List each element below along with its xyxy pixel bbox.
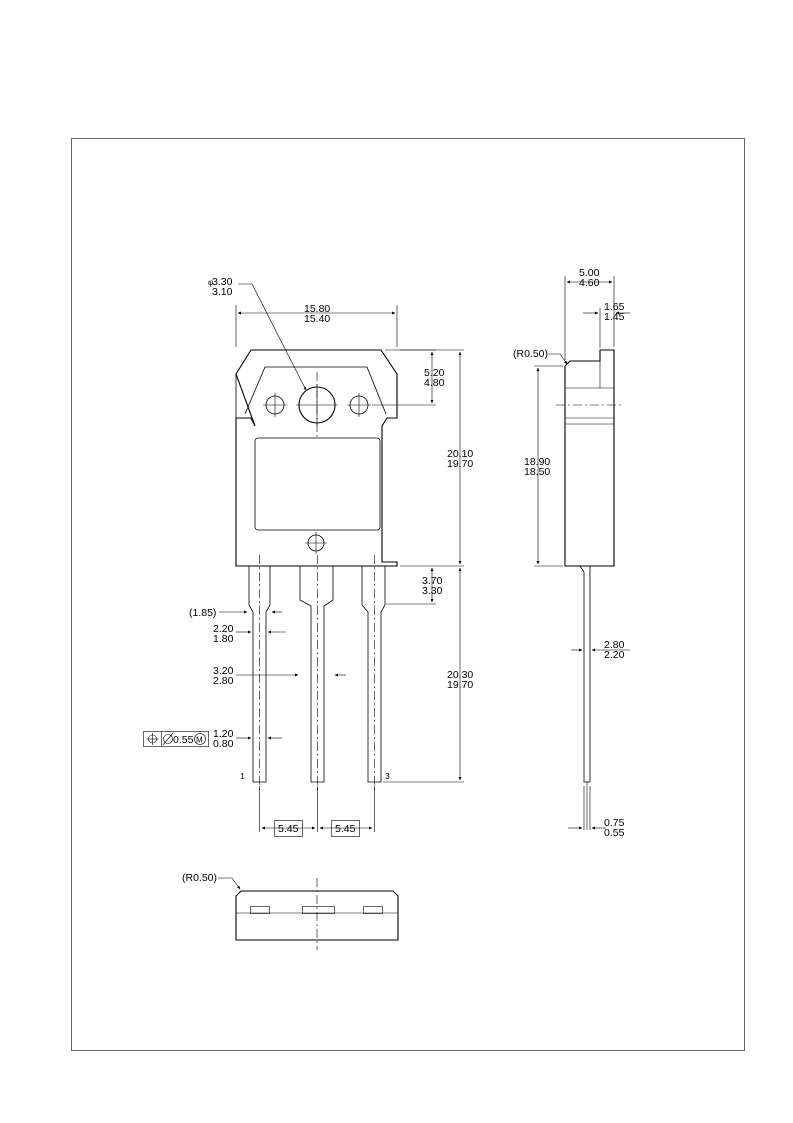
- lead-length-min: 19.70: [447, 679, 473, 691]
- pin-3-label: 3: [385, 771, 390, 781]
- bottom-lead-stub-3: [363, 906, 383, 914]
- diameter-symbol-icon: φ: [208, 278, 213, 287]
- body-height-min: 19.70: [447, 458, 473, 470]
- side-radius-label: (R0.50): [513, 348, 548, 360]
- pitch-a: 5.45: [278, 823, 299, 835]
- lead-1: [248, 555, 271, 790]
- lead-width-1-max: 2.20: [213, 623, 234, 635]
- bottom-body-outline: [235, 890, 399, 941]
- hole-dia-max: 3.30: [212, 276, 233, 288]
- lead-thickness-max: 0.75: [604, 817, 625, 829]
- pitch-b: 5.45: [335, 823, 356, 835]
- lead-width-2-max: 3.20: [213, 665, 234, 677]
- diameter-symbol-icon: [163, 734, 173, 744]
- tab-outline: [235, 374, 398, 418]
- side-lead: [579, 565, 591, 783]
- lead-3: [361, 555, 386, 790]
- bottom-view: [218, 877, 399, 950]
- lead-length-max: 20.30: [447, 669, 473, 681]
- bottom-lead-stub-2: [302, 906, 335, 914]
- body-height-max: 20.10: [447, 448, 473, 460]
- bottom-lead-stub-1: [250, 906, 270, 914]
- lead-width-3-max: 1.20: [213, 728, 234, 740]
- package-body-outline: [235, 349, 398, 567]
- shoulder-max: 3.70: [422, 575, 443, 587]
- lead-t-min: 2.20: [604, 649, 625, 661]
- side-body-outline: [564, 349, 615, 567]
- side-height-min: 18.50: [524, 466, 550, 478]
- width-min: 15.40: [304, 313, 330, 325]
- front-view: M 0.55: [143, 283, 464, 837]
- lead-width-2-min: 2.80: [213, 675, 234, 687]
- position-tolerance-frame: M 0.55: [143, 731, 209, 747]
- side-height-max: 18.90: [524, 456, 550, 468]
- shoulder-min: 3.30: [422, 585, 443, 597]
- thickness-min: 4.60: [579, 277, 600, 289]
- position-tolerance-value: 0.55: [173, 734, 194, 746]
- drawing-frame: [71, 138, 745, 1051]
- lead-t-max: 2.80: [604, 639, 625, 651]
- side-view: [534, 276, 630, 830]
- bottom-radius-label: (R0.50): [182, 872, 217, 884]
- lead-thickness-min: 0.55: [604, 827, 625, 839]
- tab-thickness-min: 1.45: [604, 311, 625, 323]
- lead-width-3-min: 0.80: [213, 738, 234, 750]
- top-max: 5.20: [424, 367, 445, 379]
- lead-2: [299, 555, 334, 790]
- die-window: [254, 437, 381, 531]
- svg-text:M: M: [196, 736, 203, 745]
- ref-dimension: (1.85): [189, 607, 216, 619]
- hole-dia-min: 3.10: [212, 286, 233, 298]
- tab-thickness-max: 1.65: [604, 301, 625, 313]
- thickness-max: 5.00: [579, 267, 600, 279]
- tab-inner-notch: [244, 366, 387, 415]
- top-min: 4.80: [424, 377, 445, 389]
- pin-1-label: 1: [240, 771, 245, 781]
- mmc-symbol-icon: [194, 733, 206, 745]
- lead-width-1-min: 1.80: [213, 633, 234, 645]
- width-max: 15.80: [304, 303, 330, 315]
